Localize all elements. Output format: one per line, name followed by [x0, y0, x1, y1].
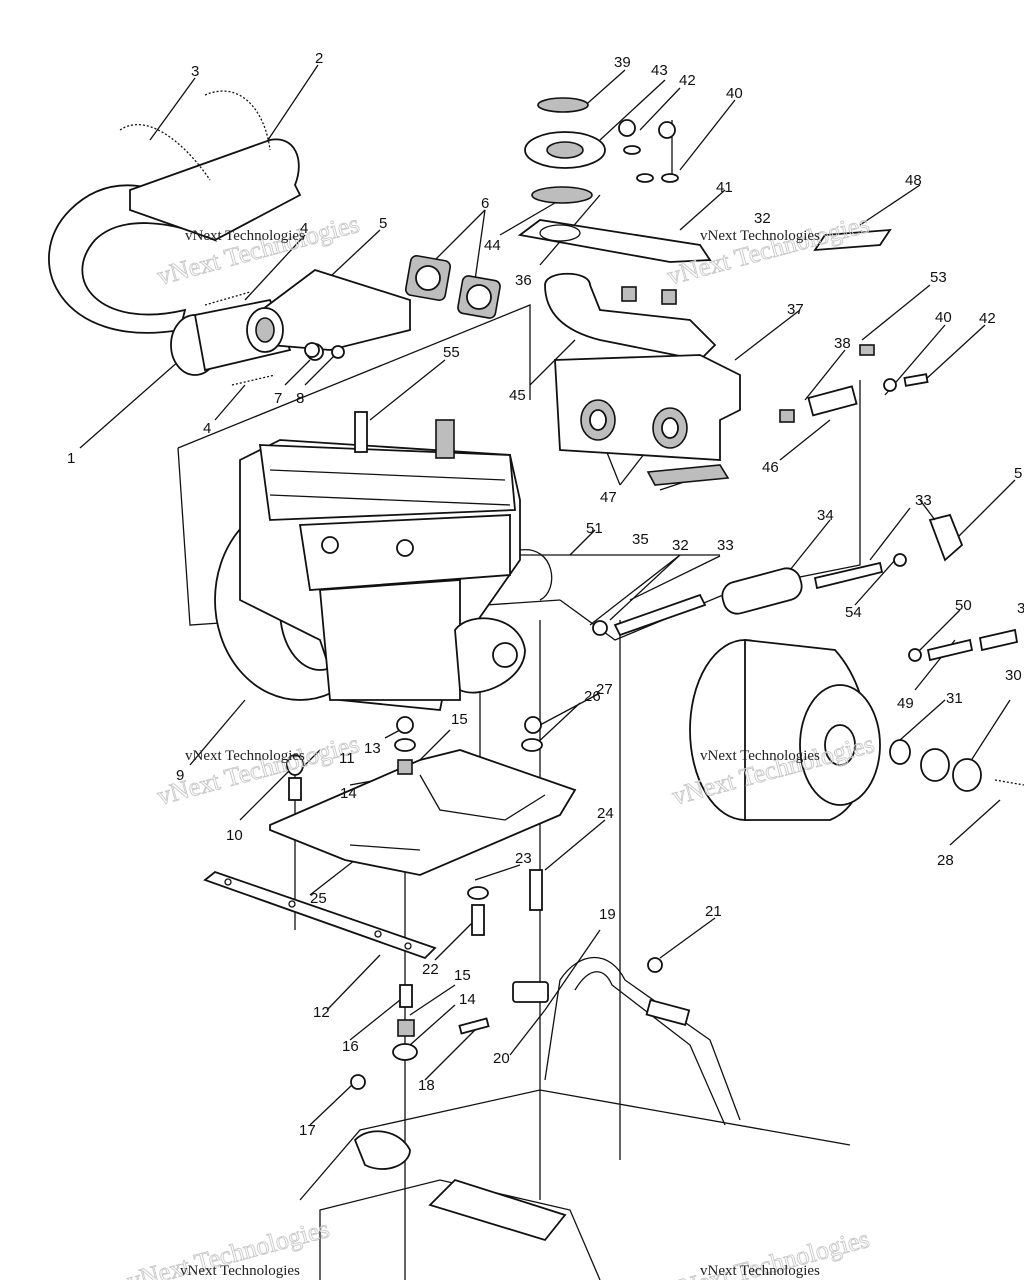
callout-34: 34: [817, 507, 834, 524]
callout-15: 15: [454, 967, 471, 984]
engine-mount-plate: [269, 749, 577, 876]
exhaust-manifold: [246, 269, 411, 361]
callout-42: 42: [979, 310, 996, 327]
callout-10: 10: [226, 827, 243, 844]
callout-16: 16: [342, 1038, 359, 1055]
callout-4: 4: [300, 220, 308, 237]
callout-19: 19: [599, 906, 616, 923]
svg-text:vNext Technologies: vNext Technologies: [185, 228, 305, 244]
callout-39: 39: [614, 54, 631, 71]
callout-15: 15: [451, 711, 468, 728]
callout-2: 2: [315, 50, 323, 67]
callout-40: 40: [935, 309, 952, 326]
callout-45: 45: [509, 387, 526, 404]
drive-clutch: [689, 638, 1024, 821]
svg-text:vNext Technologies: vNext Technologies: [700, 1263, 820, 1279]
callout-48: 48: [905, 172, 922, 189]
callout-23: 23: [515, 850, 532, 867]
callout-46: 46: [762, 459, 779, 476]
callout-3: 3: [191, 63, 199, 80]
callout-49: 49: [897, 695, 914, 712]
callout-50: 50: [955, 597, 972, 614]
callout-12: 12: [313, 1004, 330, 1021]
callout-25: 25: [310, 890, 327, 907]
callout-30: 30: [1005, 667, 1022, 684]
callout-33: 33: [717, 537, 734, 554]
engine-bracket: [203, 870, 437, 960]
callout-53: 53: [930, 269, 947, 286]
callout-26: 26: [584, 688, 601, 705]
callout-38: 38: [834, 335, 851, 352]
callout-4: 4: [203, 420, 211, 437]
callout-14: 14: [340, 785, 357, 802]
callout-8: 8: [296, 390, 304, 407]
callout-20: 20: [493, 1050, 510, 1067]
watermark: vNext Technologies vNext Technologies: [664, 1224, 873, 1280]
engine-block: [214, 411, 553, 711]
callout-22: 22: [422, 961, 439, 978]
callout-33: 33: [915, 492, 932, 509]
callout-36: 36: [515, 272, 532, 289]
callout-3: 3: [1017, 600, 1024, 617]
fuel-system: [592, 499, 1019, 662]
watermark: vNext Technologies vNext Technologies: [124, 1214, 333, 1280]
callout-14: 14: [459, 991, 476, 1008]
callout-42: 42: [679, 72, 696, 89]
callout-24: 24: [597, 805, 614, 822]
callout-54: 54: [845, 604, 862, 621]
callout-55: 55: [443, 344, 460, 361]
callout-1: 1: [67, 450, 75, 467]
leader-lines: [79, 64, 1016, 1126]
callout-13: 13: [364, 740, 381, 757]
callout-27: 27: [596, 681, 613, 698]
callout-5: 5: [379, 215, 387, 232]
callout-6: 6: [481, 195, 489, 212]
callout-17: 17: [299, 1122, 316, 1139]
mount-hardware: [286, 342, 663, 1090]
callout-51: 51: [586, 520, 603, 537]
exhaust-gaskets: [404, 254, 501, 319]
svg-text:vNext Technologies: vNext Technologies: [180, 1263, 300, 1279]
callout-40: 40: [726, 85, 743, 102]
callout-7: 7: [274, 390, 282, 407]
callout-5: 5: [1014, 465, 1022, 482]
intake-group: [517, 97, 929, 486]
svg-text:vNext Technologies: vNext Technologies: [185, 748, 305, 764]
svg-text:vNext Technologies: vNext Technologies: [700, 228, 820, 244]
callout-21: 21: [705, 903, 722, 920]
callout-43: 43: [651, 62, 668, 79]
exhaust-springs: [119, 90, 276, 386]
svg-text:vNext Technologies: vNext Technologies: [700, 748, 820, 764]
frame: [299, 956, 851, 1280]
callout-32: 32: [672, 537, 689, 554]
callout-35: 35: [632, 531, 649, 548]
callout-47: 47: [600, 489, 617, 506]
callouts: 1 2 3 4 4 5 6 7 8 9 10 11 12 13 14 14 15…: [67, 50, 1024, 1139]
callout-32: 32: [754, 210, 771, 227]
callout-11: 11: [339, 750, 355, 767]
callout-18: 18: [418, 1077, 435, 1094]
callout-41: 41: [716, 179, 733, 196]
callout-44: 44: [484, 237, 501, 254]
callout-31: 31: [946, 690, 963, 707]
callout-9: 9: [176, 767, 184, 784]
callout-28: 28: [937, 852, 954, 869]
callout-37: 37: [787, 301, 804, 318]
